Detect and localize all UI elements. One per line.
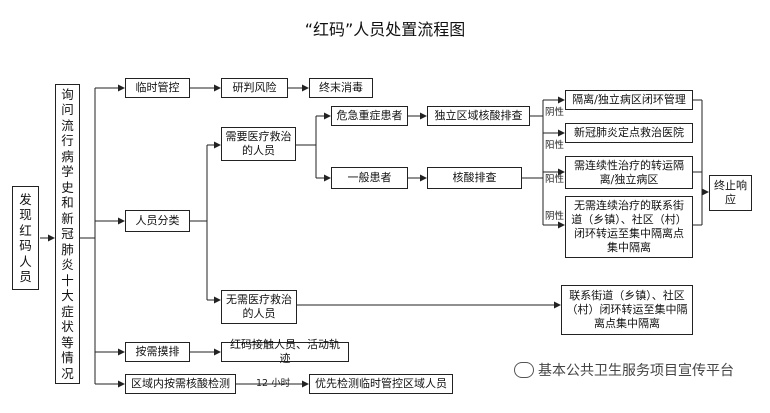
node-priority-test: 优先检测临时管控区域人员 <box>309 374 453 394</box>
node-discover: 发现红码人员 <box>12 186 39 290</box>
node-no-med: 无需医疗救治的人员 <box>221 290 297 324</box>
page-title: “红码”人员处置流程图 <box>304 20 466 39</box>
node-contact-transfer: 联系街道（乡镇）、社区（村）闭环转运至集中隔离点集中隔离 <box>561 285 693 335</box>
node-area-test: 区域内按需核酸检测 <box>125 374 236 394</box>
node-final-disinfect: 终末消毒 <box>309 78 373 98</box>
node-risk-assess: 研判风险 <box>221 78 288 98</box>
node-designated-hospital: 新冠肺炎定点救治医院 <box>565 123 693 143</box>
label-twelve-hours: 12 小时 <box>256 378 291 389</box>
node-on-demand: 按需摸排 <box>125 342 190 362</box>
label-negative-1: 阴性 <box>545 107 565 118</box>
label-positive-1: 阳性 <box>545 140 565 151</box>
node-temp-control: 临时管控 <box>125 78 190 98</box>
node-isolated-test: 独立区域核酸排查 <box>427 106 530 126</box>
node-transfer-isolation: 需连续性治疗的转运隔离/独立病区 <box>565 156 693 189</box>
watermark: 基本公共卫生服务项目宣传平台 <box>514 360 734 380</box>
node-contacts: 红码接触人员、活动轨迹 <box>221 338 349 365</box>
node-general: 一般患者 <box>331 167 408 189</box>
node-end-response: 终止响应 <box>709 175 752 211</box>
node-critical: 危急重症患者 <box>331 106 408 126</box>
node-classify: 人员分类 <box>125 210 190 232</box>
wechat-icon <box>514 362 534 378</box>
label-negative-2: 阴性 <box>545 211 565 222</box>
node-need-med: 需要医疗救治的人员 <box>221 127 296 161</box>
node-ward-isolation: 隔离/独立病区闭环管理 <box>565 90 693 110</box>
node-no-continuous: 无需连续治疗的联系街道（乡镇）、社区（村）闭环转运至集中隔离点集中隔离 <box>565 196 693 258</box>
node-inquiry: 询问流行病学史和新冠肺炎十大症状等情况 <box>55 84 80 384</box>
node-test: 核酸排查 <box>427 167 522 189</box>
watermark-text: 基本公共卫生服务项目宣传平台 <box>538 363 734 379</box>
label-positive-2: 阳性 <box>545 174 565 185</box>
